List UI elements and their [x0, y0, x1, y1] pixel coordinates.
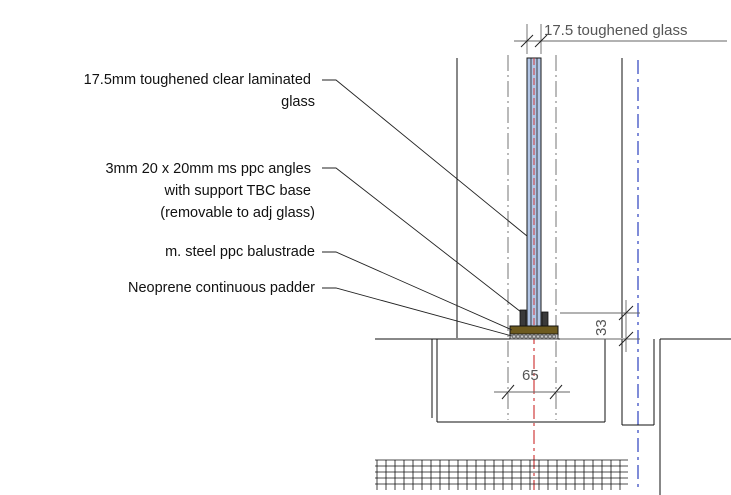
annotation-glass: 17.5mm toughened clear laminated glass — [84, 72, 315, 110]
base-width-dimension: 65 — [494, 367, 570, 400]
floor-grating — [375, 459, 628, 485]
glass-thickness-label: 17.5 toughened glass — [544, 22, 687, 39]
neoprene-padder — [509, 333, 559, 340]
base-height-dimension: 33 — [560, 300, 640, 352]
annotation-angles: 3mm 20 x 20mm ms ppc angles with support… — [105, 161, 315, 221]
annotation-balustrade: m. steel ppc balustrade — [165, 244, 315, 260]
padder-hatch — [512, 334, 556, 339]
base-height-label: 33 — [593, 319, 610, 336]
leader-glass — [322, 79, 528, 237]
leader-balustrade — [322, 251, 513, 331]
base-width-label: 65 — [522, 367, 539, 384]
annotation-padder: Neoprene continuous padder — [128, 280, 315, 296]
leader-padder — [322, 287, 513, 337]
grating-bars — [376, 460, 621, 490]
leader-angles — [322, 167, 522, 313]
glass-thickness-dimension: 17.5 toughened glass — [514, 22, 727, 54]
